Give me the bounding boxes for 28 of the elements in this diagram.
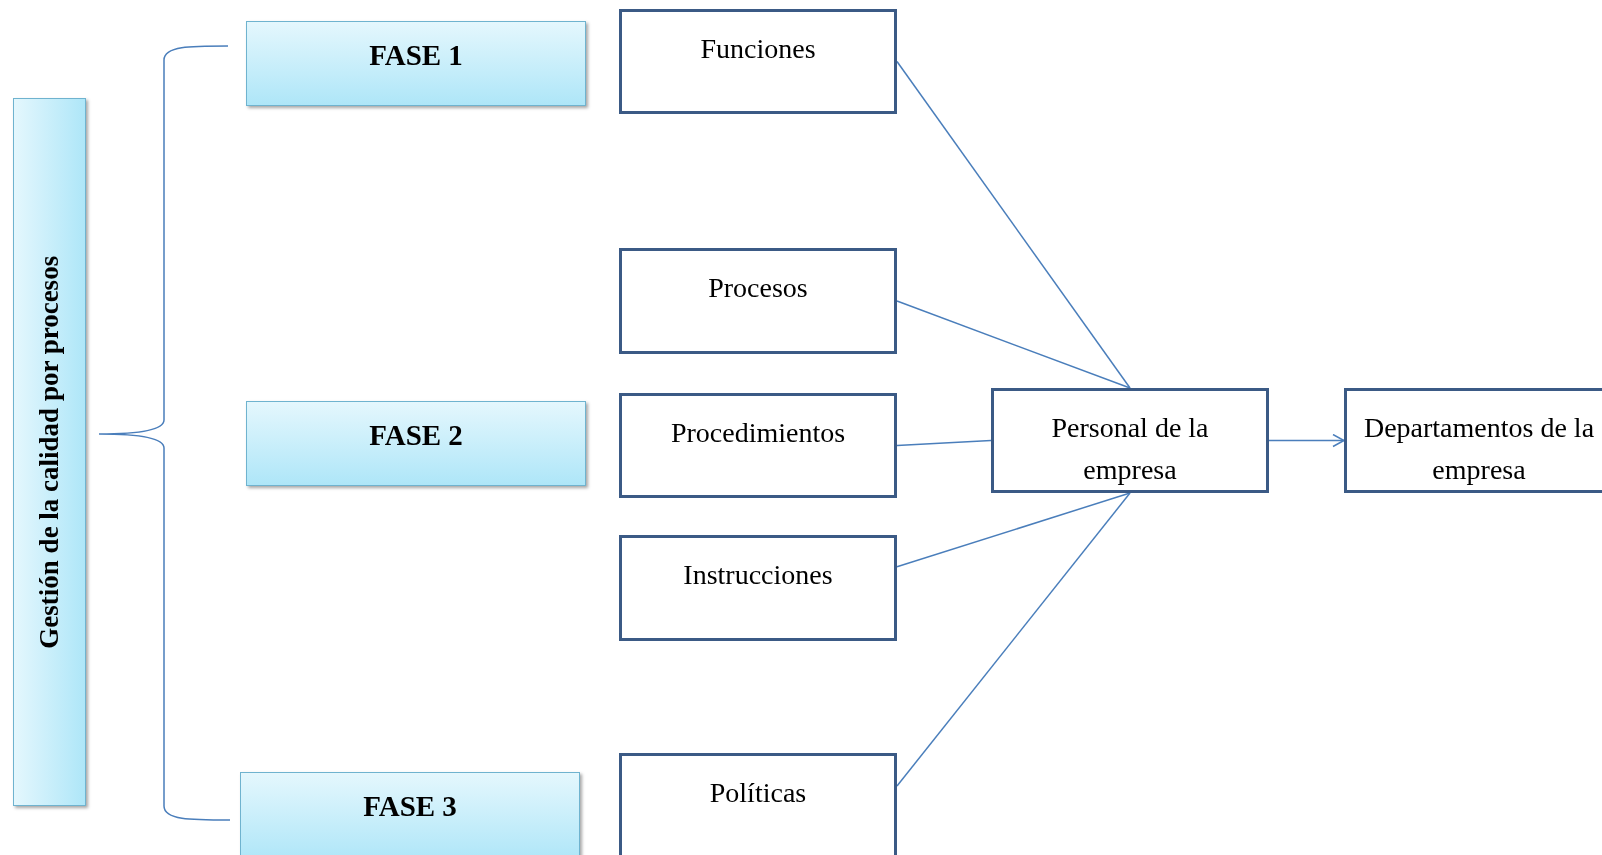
- vertical-title-box: [13, 98, 86, 806]
- connector-line: [896, 439, 992, 447]
- phase-box: [246, 401, 586, 486]
- entity-box: [1344, 388, 1602, 493]
- connector-line: [896, 492, 1131, 787]
- phase-box: [240, 772, 580, 855]
- concept-box: [619, 393, 897, 498]
- box-label: Políticas: [709, 776, 807, 810]
- concept-box: [619, 248, 897, 354]
- concept-box: [619, 535, 897, 641]
- phase-box: [246, 21, 586, 106]
- box-label: Departamentos de la empresa: [1362, 411, 1596, 487]
- box-label: Personal de la empresa: [1050, 411, 1210, 487]
- concept-box: [619, 9, 897, 114]
- box-label: Instrucciones: [683, 558, 833, 592]
- arrow: [1268, 433, 1345, 448]
- phase-label: FASE 1: [369, 38, 463, 73]
- entity-box: [991, 388, 1269, 493]
- connector-line: [896, 60, 1131, 389]
- connector-line: [896, 492, 1131, 568]
- box-label: Funciones: [700, 32, 816, 66]
- box-label: Procedimientos: [670, 416, 846, 450]
- phase-label: FASE 3: [363, 789, 457, 824]
- vertical-title: Gestión de la calidad por procesos: [33, 255, 66, 649]
- concept-box: [619, 753, 897, 855]
- box-label: Procesos: [708, 271, 808, 305]
- connector-line: [896, 300, 1131, 389]
- phase-label: FASE 2: [369, 418, 463, 453]
